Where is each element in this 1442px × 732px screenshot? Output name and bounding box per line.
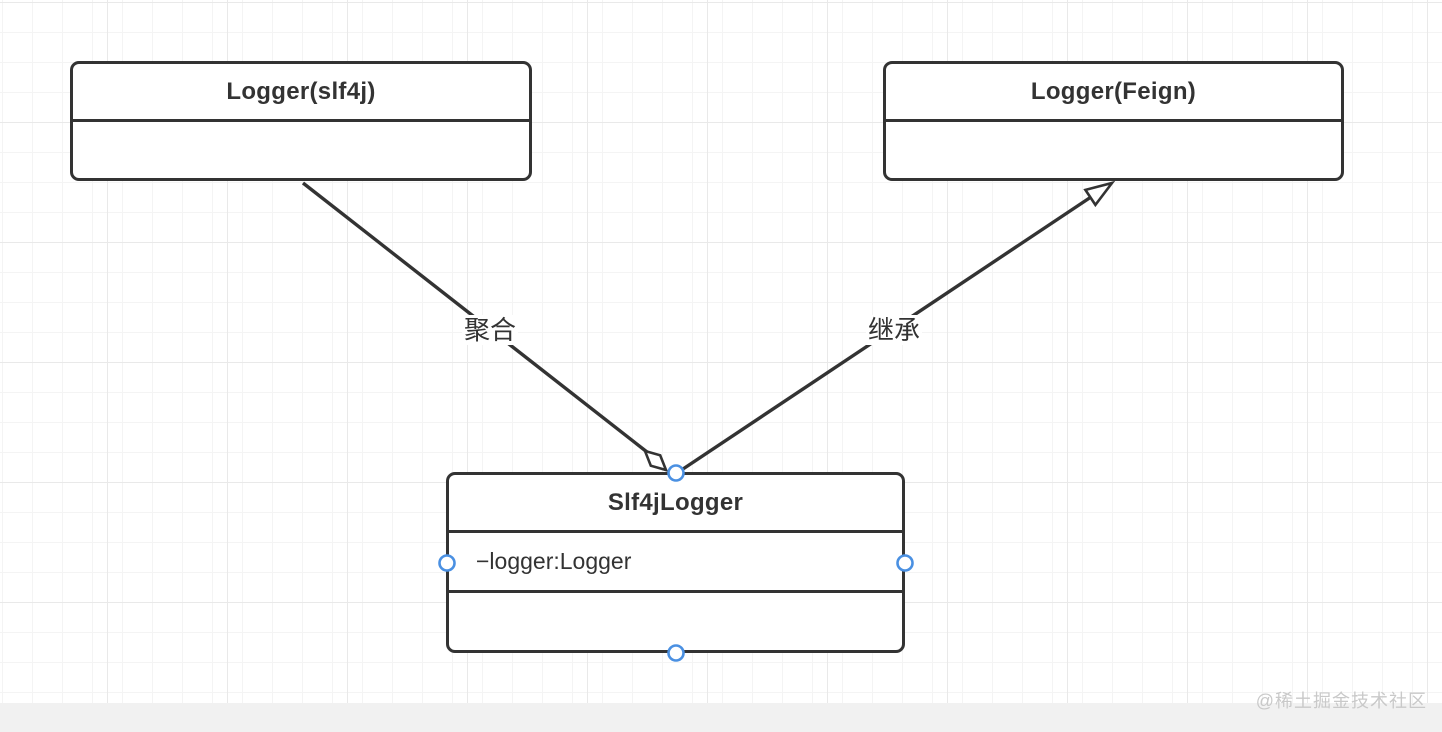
class-attribute[interactable]: −logger:Logger — [449, 533, 902, 593]
edge-label-inheritance[interactable]: 继承 — [866, 315, 923, 345]
watermark: @稀土掘金技术社区 — [1255, 691, 1427, 711]
class-empty-compartment — [886, 122, 1341, 178]
class-box-slf4jlogger[interactable]: Slf4jLogger −logger:Logger — [446, 472, 905, 653]
class-title: Logger(slf4j) — [73, 64, 529, 122]
class-title: Logger(Feign) — [886, 64, 1341, 122]
class-title: Slf4jLogger — [449, 475, 902, 533]
class-box-logger-feign[interactable]: Logger(Feign) — [883, 61, 1344, 181]
edge-label-aggregation[interactable]: 聚合 — [462, 315, 519, 345]
class-box-logger-slf4j[interactable]: Logger(slf4j) — [70, 61, 532, 181]
class-empty-compartment — [73, 122, 529, 178]
class-empty-compartment — [449, 593, 902, 650]
